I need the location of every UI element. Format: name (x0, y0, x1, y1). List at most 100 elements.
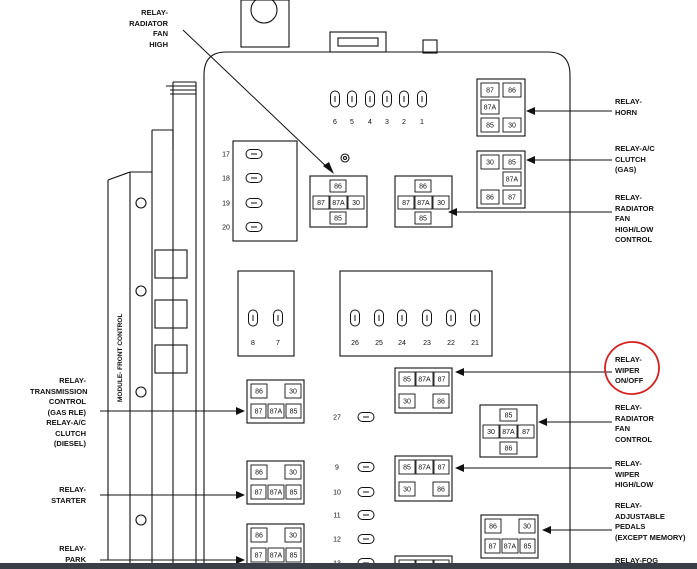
relay-pin-label: 30 (487, 429, 495, 436)
label-line: RELAY- (615, 355, 642, 364)
fuse-slot (446, 309, 456, 327)
label-line: HIGH (149, 39, 168, 49)
fuse-slot (330, 90, 340, 108)
relay-pin-label: 85 (505, 413, 513, 420)
relay-pin-label: 87 (317, 200, 325, 207)
fuse-number: 27 (333, 415, 341, 422)
relay-pin (517, 424, 535, 439)
fuse-number: 17 (222, 152, 230, 159)
relay-pin (414, 211, 432, 225)
label-line: RELAY- (615, 193, 642, 202)
relay-pin-label: 86 (255, 533, 263, 540)
fuse-slot (357, 487, 375, 497)
relay-pin (501, 538, 519, 554)
relay-pin (329, 179, 347, 193)
fuse-slot (399, 90, 409, 108)
label-line: CONTROL (615, 434, 653, 444)
relay-pin (329, 195, 348, 210)
relay-pin-label: 87A (270, 490, 283, 497)
fuse-number: 22 (447, 340, 455, 347)
relay-pin (284, 383, 302, 399)
relay-pin (415, 371, 434, 387)
fuse-number: 7 (276, 340, 280, 347)
relay-pin-label: 86 (419, 184, 427, 191)
fuse-number: 10 (333, 490, 341, 497)
label-horn: RELAY-HORN (615, 97, 642, 118)
label-line: (EXCEPT MEMORY) (615, 532, 686, 542)
relay-pin (432, 393, 450, 409)
relay-pin-label: 87A (418, 465, 431, 472)
fuse-slot (357, 510, 375, 520)
label-line: PEDALS (615, 522, 646, 531)
label-line: RADIATOR (129, 18, 168, 28)
relay-pin-label: 85 (508, 160, 516, 167)
label-line: RELAY-A/C (46, 418, 86, 427)
label-fog: RELAY-FOG (615, 556, 658, 567)
fuse-number: 4 (368, 119, 372, 126)
fuse-block-26-21 (339, 270, 493, 357)
relay-pin-label: 85 (290, 553, 298, 560)
fuse-number: 25 (375, 340, 383, 347)
relay-pin (285, 403, 302, 419)
relay-pin-label: 87 (438, 377, 446, 384)
label-line: PARK (65, 554, 86, 564)
relay-pin (499, 441, 518, 455)
module-label: MODULE- FRONT CONTROL (117, 314, 124, 402)
mount-hole (250, 0, 278, 24)
fuse-slot (248, 309, 258, 327)
fuse-number: 24 (398, 340, 406, 347)
label-line: HORN (615, 107, 638, 117)
relay-pin-label: 87 (255, 490, 263, 497)
relay-pin (250, 403, 267, 419)
relay-pin (482, 424, 500, 439)
relay-pin-label: 86 (505, 446, 513, 453)
fuse-number: 11 (333, 513, 340, 520)
fuse-number: 26 (351, 340, 359, 347)
relay-pin (250, 484, 267, 500)
relay-pin (398, 459, 416, 475)
relay-pin-label: 87 (402, 200, 410, 207)
relay-pin (480, 117, 500, 133)
relay-pin-label: 87 (486, 88, 494, 95)
fuse-number: 20 (222, 225, 230, 232)
label-park: RELAY-PARK (30, 544, 86, 565)
relay-pin-label: 30 (289, 470, 297, 477)
relay-pin-label: 87 (255, 553, 263, 560)
top-small-tab (422, 39, 438, 54)
fuse-slot (374, 309, 384, 327)
label-line: (GAS) (615, 165, 637, 174)
relay-pin-label: 86 (334, 184, 342, 191)
relay-pin (267, 484, 285, 500)
fuse-slot (347, 90, 357, 108)
relay-pin (502, 154, 522, 170)
relays: 86 87 87A 30 85 86 87 87A 30 85 87 86 87A 85 30 30 8587A… (246, 78, 539, 569)
highlight-circle (604, 341, 660, 395)
label-line: ON/OFF (615, 376, 644, 385)
relay-pin-label: 30 (289, 389, 297, 396)
relay-pin (398, 371, 416, 387)
relay-pin-label: 86 (508, 88, 516, 95)
relay-pin-label: 85 (290, 409, 298, 416)
fuse-block-17-20 (232, 140, 298, 242)
fuse-slot (397, 309, 407, 327)
fuse-number: 12 (333, 537, 341, 544)
relay-pin (484, 538, 501, 554)
relay-pin-label: 86 (255, 389, 263, 396)
label-line: ADJUSTABLE (615, 511, 665, 521)
fuse-numbers: 654321171819208726252423222127910111213 (222, 119, 479, 568)
label-line: RELAY-A/C (615, 144, 655, 153)
label-line: WIPER (615, 469, 640, 479)
label-line: RELAY- (59, 376, 86, 385)
relay-pin-label: 86 (437, 399, 445, 406)
relay-pin-label: 87A (417, 200, 430, 207)
relay-pin-label: 30 (289, 533, 297, 540)
